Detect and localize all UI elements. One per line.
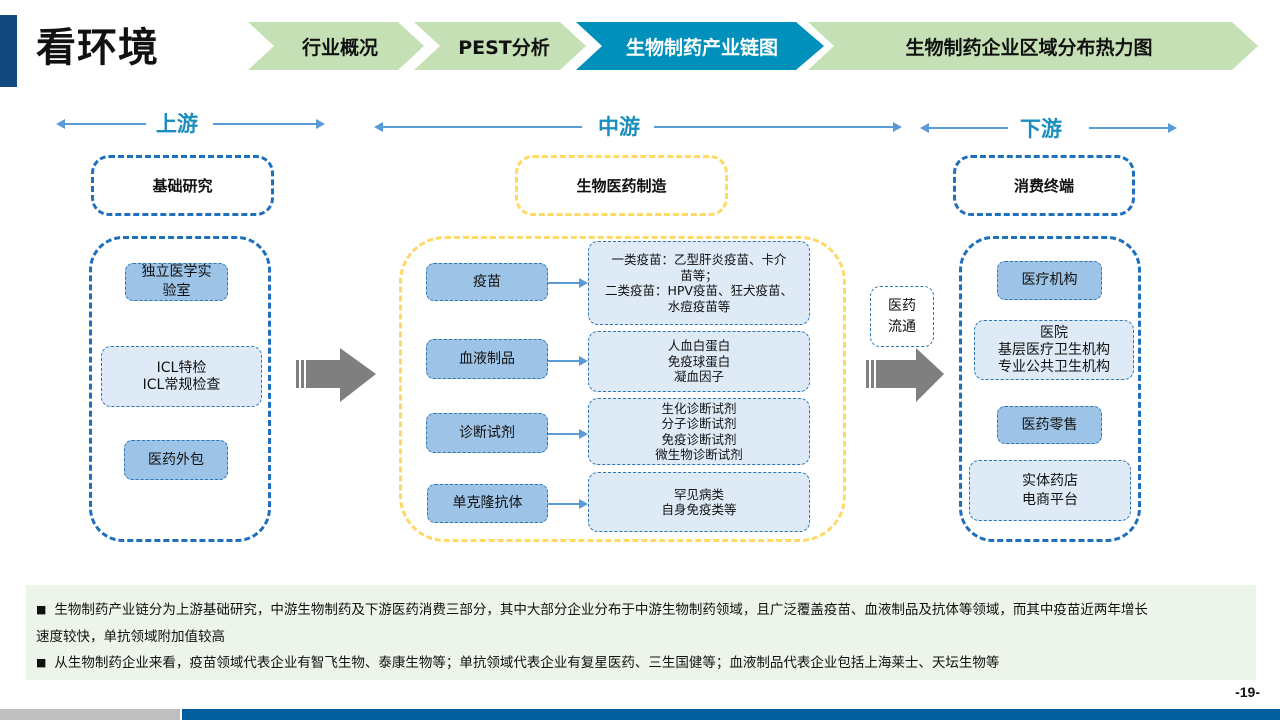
item-text: 医药外包 — [148, 451, 204, 468]
page-number: -19- — [1235, 684, 1260, 700]
page-title: 看环境 — [36, 25, 159, 71]
item-text: ICL特检 ICL常规检查 — [142, 359, 221, 393]
downstream-item-pharmacy: 实体药店 电商平台 — [969, 460, 1131, 521]
detail-text: 一类疫苗：乙型肝炎疫苗、卡介 苗等； 二类疫苗：HPV疫苗、狂犬疫苗、 水痘疫苗… — [605, 252, 793, 314]
connector-arrow — [548, 357, 588, 365]
category-text: 血液制品 — [459, 350, 515, 367]
detail-text: 生化诊断试剂 分子诊断试剂 免疫诊断试剂 微生物诊断试剂 — [655, 400, 743, 463]
item-text: 医院 基层医疗卫生机构 专业公共卫生机构 — [998, 324, 1110, 375]
nav-step-label: 生物制药企业区域分布热力图 — [905, 36, 1153, 59]
midstream-detail-antibody: 罕见病类 自身免疫类等 — [588, 472, 810, 532]
nav-step-pest[interactable]: PEST分析 — [414, 22, 586, 70]
upstream-header: 基础研究 — [152, 177, 213, 195]
midstream-category-diagnostic: 诊断试剂 — [426, 413, 548, 453]
bullet-square-icon: ■ — [36, 603, 47, 616]
bullet-square-icon: ■ — [36, 656, 47, 669]
midstream-label: 中游 — [598, 115, 640, 139]
chevron-shape — [576, 22, 824, 70]
midstream-category-vaccine: 疫苗 — [426, 263, 548, 301]
chevron-shape — [414, 22, 586, 70]
connector-arrow — [548, 279, 588, 287]
item-text: 实体药店 电商平台 — [1022, 472, 1078, 508]
nav-step-industry-overview[interactable]: 行业概况 — [248, 22, 424, 70]
upstream-container — [89, 236, 271, 542]
midstream-category-blood: 血液制品 — [426, 339, 548, 379]
category-text: 疫苗 — [473, 273, 501, 290]
note-continuation: 速度较快，单抗领域附加值较高 — [36, 629, 225, 645]
connector-arrow — [548, 430, 588, 438]
midstream-detail-blood: 人血白蛋白 免疫球蛋白 凝血因子 — [588, 331, 810, 392]
chevron-shape — [808, 22, 1258, 70]
midstream-category-antibody: 单克隆抗体 — [427, 484, 548, 523]
note-item: ■ 从生物制药企业来看，疫苗领域代表企业有智飞生物、泰康生物等；单抗领域代表企业有… — [36, 650, 1246, 677]
category-text: 诊断试剂 — [459, 424, 515, 441]
upstream-label: 上游 — [156, 112, 198, 136]
midstream-header-box: 生物医药制造 — [515, 155, 728, 216]
nav-step-industry-chain[interactable]: 生物制药产业链图 — [576, 22, 824, 70]
downstream-item-retail: 医药零售 — [997, 406, 1102, 444]
item-text: 医药零售 — [1021, 416, 1078, 433]
circulation-text: 医药 流通 — [888, 297, 916, 335]
downstream-header: 消费终端 — [1013, 177, 1074, 195]
downstream-arrow-right — [1089, 123, 1177, 133]
nav-step-label: PEST分析 — [458, 36, 550, 59]
detail-text: 罕见病类 自身免疫类等 — [661, 486, 737, 518]
midstream-header: 生物医药制造 — [576, 177, 667, 195]
connector-arrow — [548, 500, 588, 508]
flow-arrow-icon — [866, 348, 944, 402]
note-text: 生物制药产业链分为上游基础研究，中游生物制药及下游医药消费三部分，其中大部分企业… — [54, 602, 1148, 618]
upstream-item-icl-checks: ICL特检 ICL常规检查 — [101, 346, 262, 407]
downstream-item-hospitals: 医院 基层医疗卫生机构 专业公共卫生机构 — [974, 320, 1134, 380]
downstream-item-medical-institutions: 医疗机构 — [997, 261, 1102, 300]
circulation-box: 医药 流通 — [870, 286, 934, 347]
midstream-detail-vaccine: 一类疫苗：乙型肝炎疫苗、卡介 苗等； 二类疫苗：HPV疫苗、狂犬疫苗、 水痘疫苗… — [588, 241, 810, 325]
upstream-item-icl: 独立医学实 验室 — [125, 263, 228, 301]
nav-step-label: 生物制药产业链图 — [625, 36, 778, 59]
midstream-detail-diagnostic: 生化诊断试剂 分子诊断试剂 免疫诊断试剂 微生物诊断试剂 — [588, 398, 810, 465]
upstream-item-outsourcing: 医药外包 — [124, 440, 228, 480]
note-item: ■ 生物制药产业链分为上游基础研究，中游生物制药及下游医药消费三部分，其中大部分企… — [36, 597, 1246, 624]
title-accent-bar — [0, 15, 17, 87]
nav-step-label: 行业概况 — [301, 36, 378, 59]
flow-arrow-icon — [296, 348, 376, 402]
note-text: 从生物制药企业来看，疫苗领域代表企业有智飞生物、泰康生物等；单抗领域代表企业有复… — [54, 655, 1000, 671]
footer-bar-gray — [0, 709, 180, 720]
footer-bar-blue — [182, 709, 1280, 720]
downstream-header-box: 消费终端 — [953, 155, 1135, 216]
category-text: 单克隆抗体 — [452, 495, 523, 511]
item-text: 独立医学实 验室 — [141, 264, 212, 299]
downstream-arrow-left — [920, 123, 1008, 133]
midstream-arrow-left — [374, 122, 582, 132]
downstream-label: 下游 — [1020, 117, 1062, 141]
upstream-header-box: 基础研究 — [91, 155, 274, 216]
chevron-shape — [248, 22, 424, 70]
midstream-arrow-right — [654, 122, 902, 132]
midstream-container — [399, 236, 846, 542]
nav-step-heatmap[interactable]: 生物制药企业区域分布热力图 — [808, 22, 1258, 70]
item-text: 医疗机构 — [1021, 272, 1078, 288]
detail-text: 人血白蛋白 免疫球蛋白 凝血因子 — [667, 338, 731, 385]
upstream-arrow-left — [56, 119, 146, 129]
downstream-container — [959, 236, 1141, 542]
summary-notes: ■ 生物制药产业链分为上游基础研究，中游生物制药及下游医药消费三部分，其中大部分企… — [26, 585, 1256, 680]
upstream-arrow-right — [213, 119, 325, 129]
